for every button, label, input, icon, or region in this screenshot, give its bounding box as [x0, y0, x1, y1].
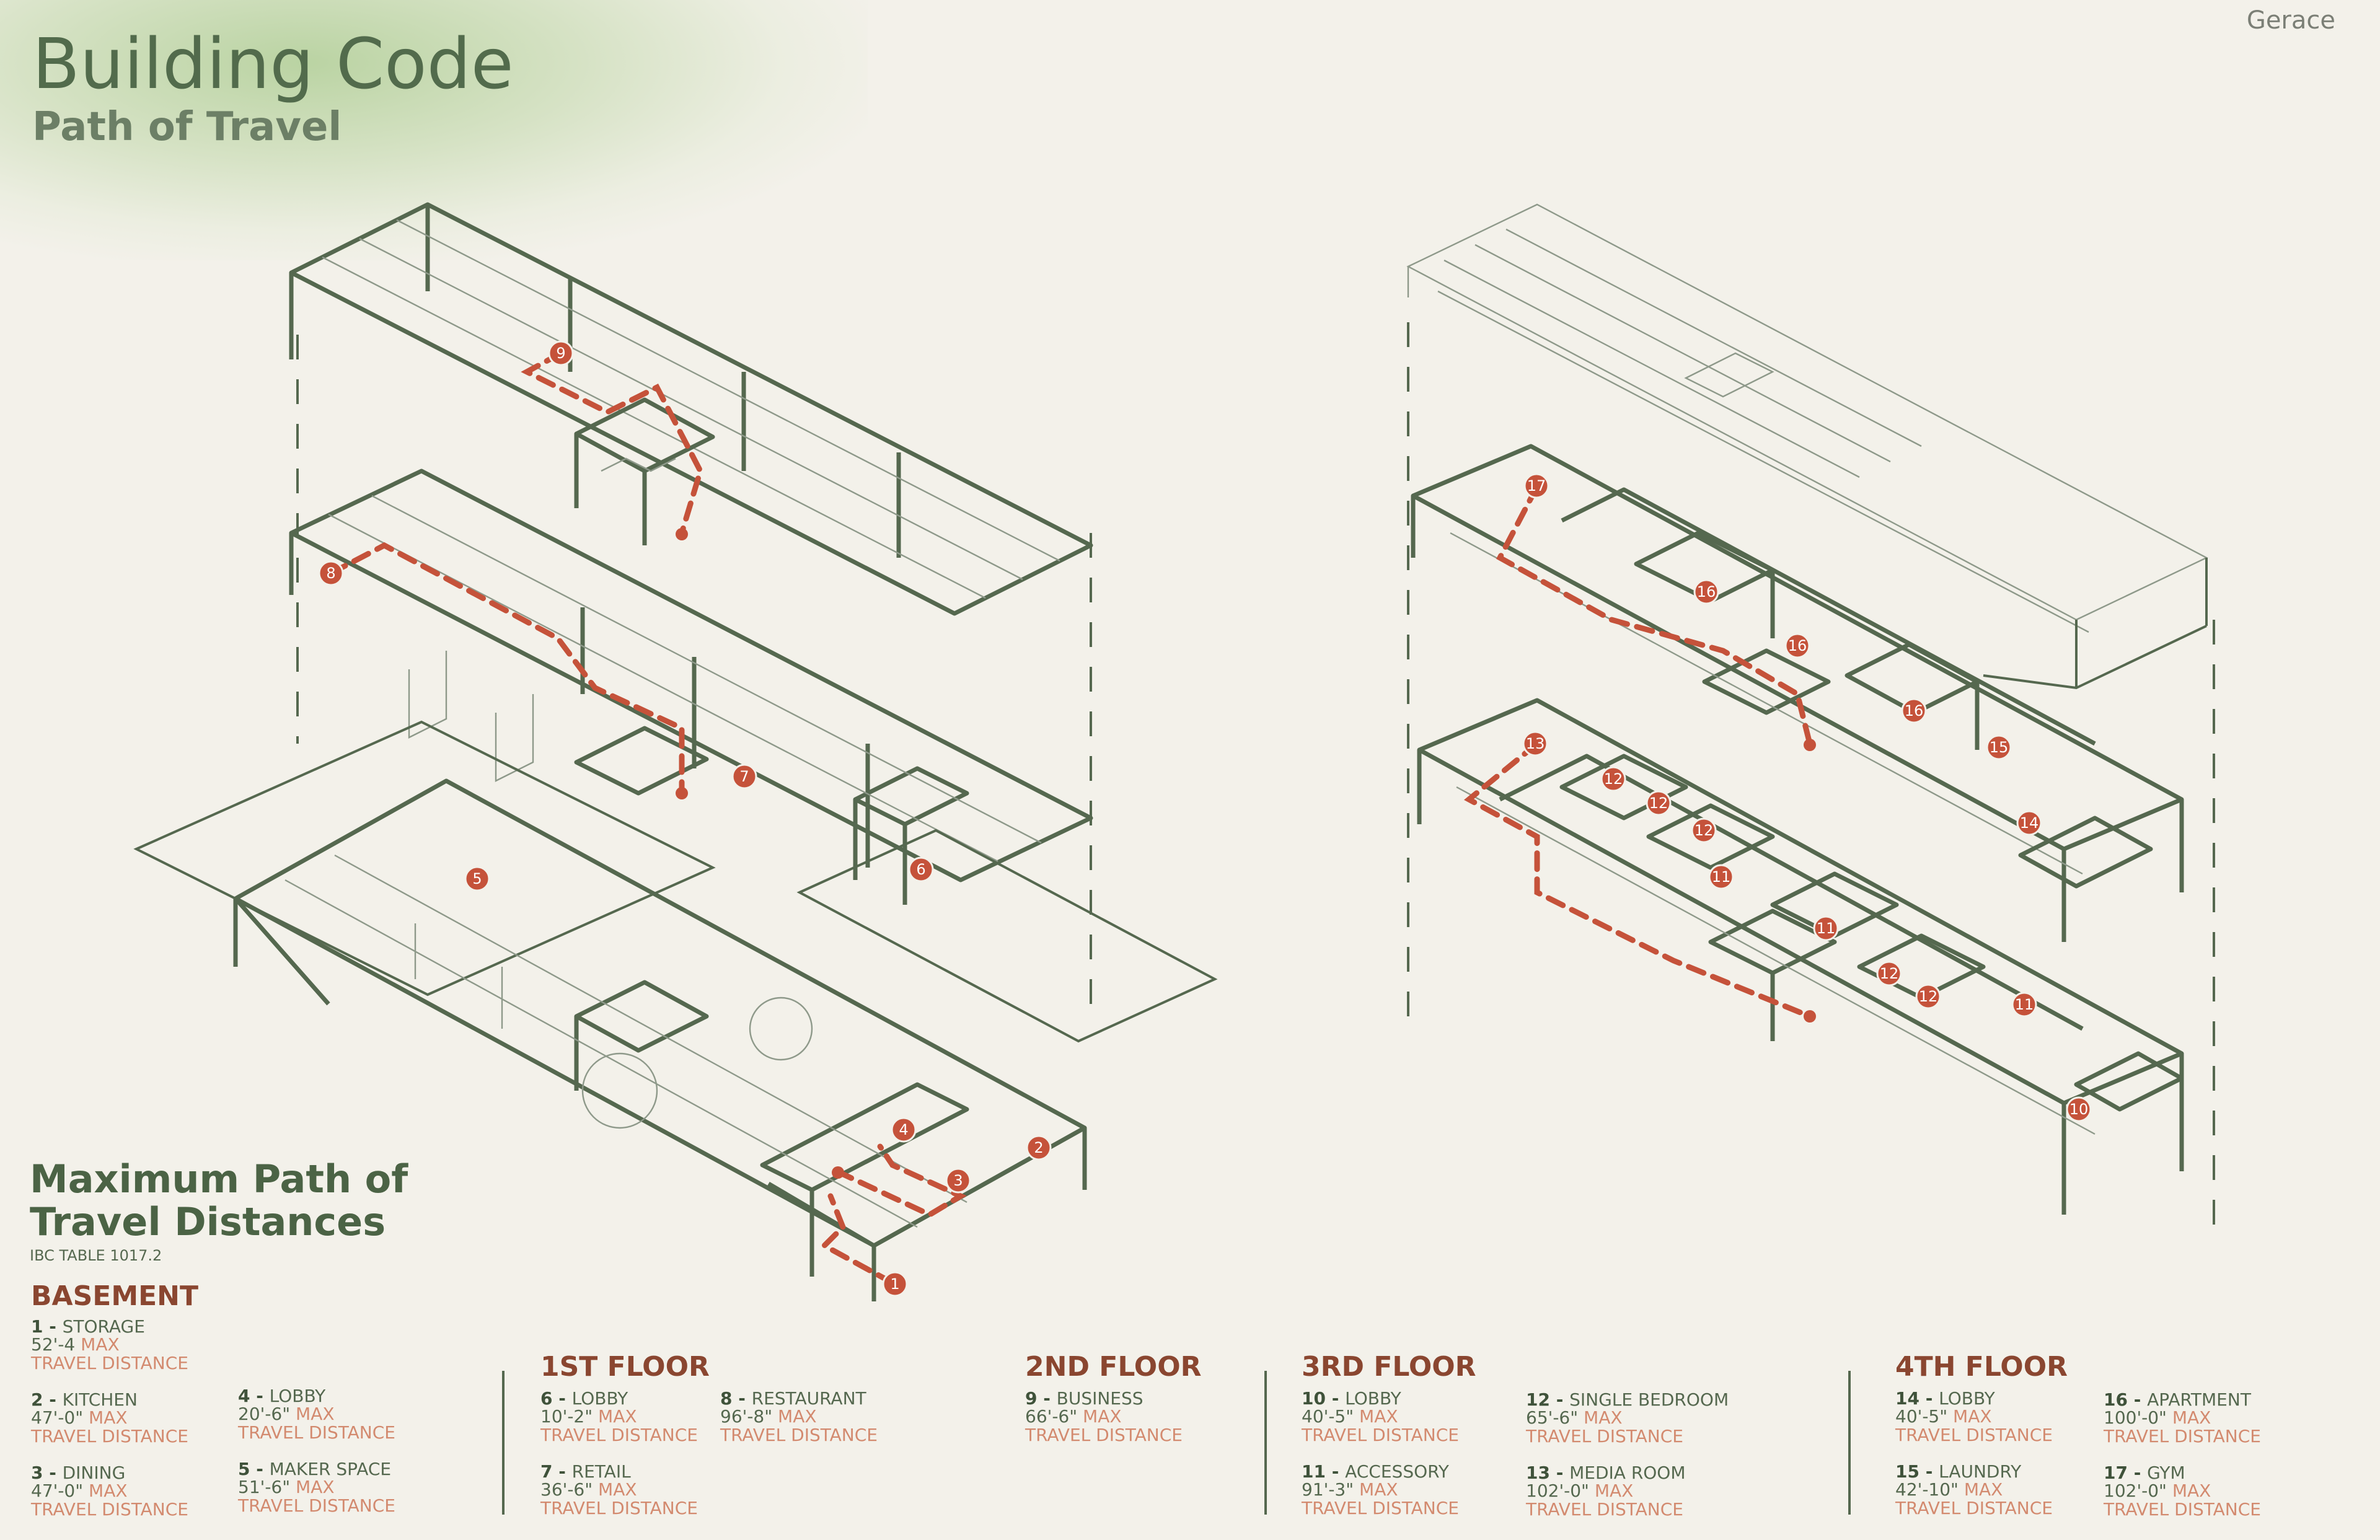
legend-entry-13: 13 - MEDIA ROOM 102'-0" MAX TRAVEL DISTA…	[1526, 1463, 1686, 1520]
svg-text:11: 11	[2015, 996, 2034, 1013]
svg-text:3: 3	[953, 1172, 963, 1189]
exit-dots	[676, 528, 1816, 1179]
svg-text:5: 5	[472, 870, 482, 887]
legend-entry-7: 7 - RETAIL 36'-6" MAX TRAVEL DISTANCE	[540, 1461, 698, 1518]
marker-16b: 16	[1784, 633, 1810, 659]
marker-4: 4	[891, 1117, 917, 1143]
svg-text:9: 9	[556, 345, 565, 362]
legend-entry-10: 10 - LOBBY 40'-5" MAX TRAVEL DISTANCE	[1302, 1388, 1459, 1445]
svg-text:1: 1	[890, 1275, 899, 1293]
svg-text:12: 12	[1880, 965, 1899, 982]
marker-17: 17	[1523, 473, 1549, 499]
svg-text:4: 4	[899, 1121, 908, 1138]
first-floor-plan	[289, 469, 1218, 1043]
legend-entry-15: 15 - LAUNDRY 42'-10" MAX TRAVEL DISTANCE	[1895, 1461, 2053, 1518]
marker-12e: 12	[1915, 983, 1941, 1010]
marker-7: 7	[731, 763, 757, 790]
svg-text:16: 16	[1788, 637, 1807, 654]
legend-reference: IBC TABLE 1017.2	[30, 1247, 162, 1264]
svg-text:16: 16	[1905, 702, 1924, 719]
divider	[502, 1371, 505, 1515]
floor-heading-basement: BASEMENT	[31, 1280, 199, 1312]
marker-6: 6	[908, 856, 934, 882]
marker-11c: 11	[2011, 992, 2037, 1018]
marker-11b: 11	[1813, 915, 1839, 941]
legend-entry-16: 16 - APARTMENT 100'-0" MAX TRAVEL DISTAN…	[2104, 1389, 2261, 1446]
legend-entry-2: 2 - KITCHEN 47'-0" MAX TRAVEL DISTANCE	[31, 1389, 188, 1446]
marker-5: 5	[464, 866, 490, 892]
svg-text:15: 15	[1990, 739, 2009, 756]
marker-11a: 11	[1708, 864, 1734, 890]
svg-text:14: 14	[2020, 814, 2039, 832]
marker-8: 8	[318, 560, 344, 586]
svg-text:12: 12	[1604, 770, 1623, 788]
fourth-floor-plan	[1411, 444, 2184, 942]
svg-text:12: 12	[1919, 988, 1938, 1005]
marker-12d: 12	[1876, 961, 1902, 987]
alignment-guides	[296, 322, 2215, 1227]
svg-text:6: 6	[916, 861, 925, 878]
third-floor-plan	[1417, 698, 2184, 1215]
legend-entry-1: 1 - STORAGE 52'-4 MAX TRAVEL DISTANCE	[31, 1316, 188, 1373]
svg-text:11: 11	[1817, 920, 1836, 937]
legend-entry-11: 11 - ACCESSORY 91'-3" MAX TRAVEL DISTANC…	[1302, 1461, 1459, 1518]
marker-14: 14	[2016, 810, 2042, 836]
marker-12b: 12	[1646, 790, 1672, 816]
marker-9: 9	[548, 340, 574, 366]
legend-entry-4: 4 - LOBBY 20'-6" MAX TRAVEL DISTANCE	[238, 1386, 395, 1443]
svg-text:13: 13	[1526, 735, 1545, 752]
legend-entry-14: 14 - LOBBY 40'-5" MAX TRAVEL DISTANCE	[1895, 1388, 2053, 1445]
legend-entry-12: 12 - SINGLE BEDROOM 65'-6" MAX TRAVEL DI…	[1526, 1389, 1729, 1446]
floor-heading-1st: 1ST FLOOR	[540, 1351, 710, 1383]
roof-plan	[1406, 203, 2208, 690]
divider	[1264, 1371, 1267, 1515]
svg-text:12: 12	[1695, 822, 1714, 839]
marker-1: 1	[882, 1271, 908, 1297]
legend-entry-5: 5 - MAKER SPACE 51'-6" MAX TRAVEL DISTAN…	[238, 1459, 395, 1516]
svg-text:16: 16	[1697, 583, 1716, 601]
svg-text:11: 11	[1712, 868, 1731, 886]
floor-heading-2nd: 2ND FLOOR	[1025, 1351, 1202, 1383]
page-subtitle: Path of Travel	[32, 104, 342, 150]
legend-entry-6: 6 - LOBBY 10'-2" MAX TRAVEL DISTANCE	[540, 1388, 698, 1445]
legend-entry-3: 3 - DINING 47'-0" MAX TRAVEL DISTANCE	[31, 1463, 188, 1520]
svg-text:12: 12	[1649, 794, 1668, 812]
marker-3: 3	[945, 1168, 971, 1194]
svg-text:2: 2	[1034, 1139, 1043, 1156]
marker-16a: 16	[1693, 579, 1719, 605]
floor-heading-4th: 4TH FLOOR	[1895, 1351, 2068, 1383]
svg-text:10: 10	[2069, 1101, 2089, 1118]
page-title: Building Code	[32, 24, 514, 105]
divider	[1848, 1371, 1851, 1515]
marker-12c: 12	[1691, 817, 1717, 843]
marker-12a: 12	[1600, 766, 1626, 792]
basement-plan	[133, 720, 1087, 1301]
marker-16c: 16	[1901, 698, 1927, 724]
floor-heading-3rd: 3RD FLOOR	[1302, 1351, 1476, 1383]
svg-text:17: 17	[1527, 477, 1546, 495]
legend-entry-9: 9 - BUSINESS 66'-6" MAX TRAVEL DISTANCE	[1025, 1388, 1183, 1445]
svg-text:8: 8	[326, 565, 335, 582]
legend-entry-17: 17 - GYM 102'-0" MAX TRAVEL DISTANCE	[2104, 1463, 2261, 1520]
author-name: Gerace	[2246, 6, 2335, 35]
marker-13: 13	[1522, 731, 1548, 757]
second-floor-plan	[289, 202, 1093, 616]
marker-2: 2	[1026, 1135, 1052, 1161]
svg-text:7: 7	[739, 768, 749, 785]
marker-15: 15	[1986, 734, 2012, 760]
marker-10: 10	[2066, 1096, 2092, 1122]
travel-paths	[328, 350, 1813, 1286]
legend-entry-8: 8 - RESTAURANT 96'-8" MAX TRAVEL DISTANC…	[720, 1388, 878, 1445]
